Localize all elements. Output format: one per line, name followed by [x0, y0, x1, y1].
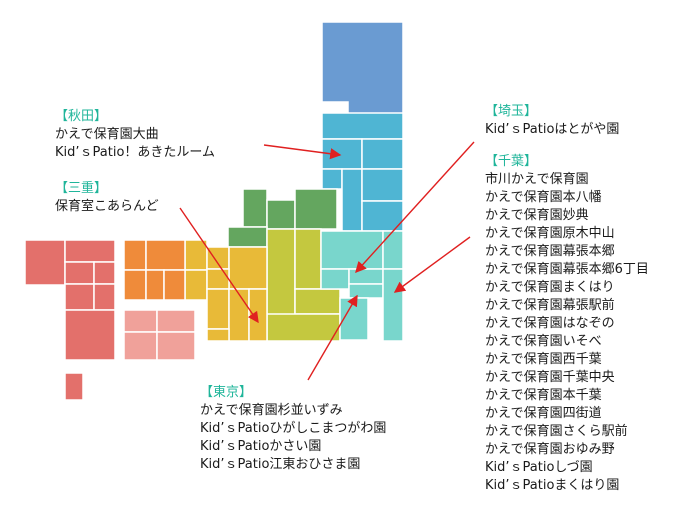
- mie-line: 保育室こあらんど: [55, 199, 159, 214]
- heading-chiba: 【千葉】: [485, 154, 538, 169]
- chiba-line: かえで保育園原木中山: [485, 226, 615, 241]
- heading-mie: 【三重】: [55, 181, 108, 196]
- tokyo-line: Kid’ｓPatio江東おひさま園: [200, 457, 361, 472]
- region-kyushu: [24, 239, 116, 361]
- chiba-line: Kid’ｓPatioしづ園: [485, 460, 593, 475]
- label-chiba: 【千葉】 市川かえで保育園 かえで保育園本八幡 かえで保育園妙典 かえで保育園原…: [485, 153, 649, 495]
- region-hokkaido: [321, 21, 404, 116]
- arrow-akita: [263, 144, 342, 160]
- chiba-line: かえで保育園西千葉: [485, 352, 602, 367]
- region-kinki: [184, 239, 268, 342]
- heading-akita: 【秋田】: [55, 109, 108, 124]
- tokyo-line: かえで保育園杉並いずみ: [200, 403, 343, 418]
- chiba-line: かえで保育園四街道: [485, 406, 602, 421]
- region-okinawa: [64, 372, 84, 401]
- akita-line: Kid’ｓPatio！あきたルーム: [55, 145, 216, 160]
- region-shikoku: [123, 309, 196, 361]
- arrow-tokyo: [307, 294, 358, 381]
- chiba-line: かえで保育園妙典: [485, 208, 589, 223]
- region-chugoku: [123, 239, 186, 301]
- chiba-line: Kid’ｓPatioまくはり園: [485, 478, 620, 493]
- heading-saitama: 【埼玉】: [485, 104, 538, 119]
- chiba-line: かえで保育園さくら駅前: [485, 424, 628, 439]
- tokyo-line: Kid’ｓPatioひがしこまつがわ園: [200, 421, 387, 436]
- arrow-saitama: [355, 141, 475, 274]
- region-chubu: [266, 228, 341, 342]
- chiba-line: かえで保育園千葉中央: [485, 370, 615, 385]
- chiba-line: 市川かえで保育園: [485, 172, 589, 187]
- chiba-line: かえで保育園はなぞの: [485, 316, 615, 331]
- saitama-line: Kid’ｓPatioはとがや園: [485, 122, 620, 137]
- akita-line: かえで保育園大曲: [55, 127, 159, 142]
- label-saitama: 【埼玉】 Kid’ｓPatioはとがや園: [485, 103, 619, 139]
- chiba-line: かえで保育園本千葉: [485, 388, 602, 403]
- chiba-line: かえで保育園幕張駅前: [485, 298, 615, 313]
- tokyo-line: Kid’ｓPatioかさい園: [200, 439, 322, 454]
- chiba-line: かえで保育園本八幡: [485, 190, 602, 205]
- heading-tokyo: 【東京】: [200, 385, 253, 400]
- pointer-arrows: [179, 141, 475, 381]
- chiba-line: かえで保育園いそべ: [485, 334, 602, 349]
- chiba-line: かえで保育園まくはり: [485, 280, 615, 295]
- region-tohoku: [321, 112, 404, 232]
- chiba-line: かえで保育園幕張本郷: [485, 244, 615, 259]
- arrow-mie: [179, 207, 259, 324]
- arrow-chiba: [393, 236, 471, 293]
- chiba-line: かえで保育園幕張本郷6丁目: [485, 262, 649, 277]
- label-tokyo: 【東京】 かえで保育園杉並いずみ Kid’ｓPatioひがしこまつがわ園 Kid…: [200, 384, 386, 474]
- label-mie: 【三重】 保育室こあらんど: [55, 180, 159, 216]
- label-akita: 【秋田】 かえで保育園大曲 Kid’ｓPatio！あきたルーム: [55, 108, 215, 162]
- chiba-line: かえで保育園おゆみ野: [485, 442, 615, 457]
